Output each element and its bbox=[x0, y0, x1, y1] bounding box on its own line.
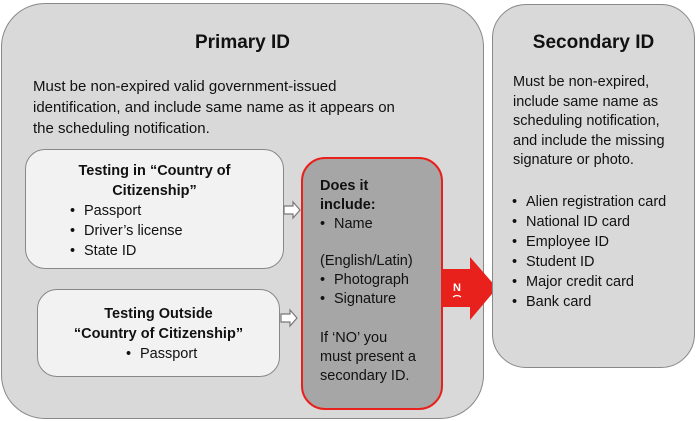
testing-in-country-card: Testing in “Country of Citizenship” Pass… bbox=[25, 149, 284, 269]
primary-id-description: Must be non-expired valid government-iss… bbox=[33, 78, 395, 137]
testing-in-country-title: Testing in “Country of Citizenship” bbox=[78, 163, 231, 199]
list-item: Photograph bbox=[316, 271, 441, 290]
primary-id-check-box: Does it include: Name (English/Latin) Ph… bbox=[301, 157, 443, 410]
list-item: State ID bbox=[66, 241, 283, 261]
check-question: Does it include: bbox=[320, 178, 376, 213]
check-required-list: Name bbox=[316, 215, 441, 234]
secondary-id-list: Alien registration card National ID card… bbox=[508, 192, 666, 312]
check-note: (English/Latin) bbox=[320, 253, 413, 269]
list-item: National ID card bbox=[508, 212, 666, 232]
secondary-id-description: Must be non-expired, include same name a… bbox=[513, 74, 665, 168]
list-item: Bank card bbox=[508, 292, 666, 312]
arrow-right-icon bbox=[280, 308, 298, 328]
secondary-id-title: Secondary ID bbox=[532, 32, 655, 53]
list-item: Student ID bbox=[508, 252, 666, 272]
no-arrow-label: N bbox=[453, 282, 461, 294]
outside-country-id-list: Passport bbox=[122, 344, 279, 364]
arrow-right-icon bbox=[283, 200, 301, 220]
no-arrow-icon: N bbox=[442, 257, 497, 320]
list-item: Passport bbox=[66, 201, 283, 221]
list-item: Passport bbox=[122, 344, 279, 364]
list-item: Signature bbox=[316, 290, 441, 309]
testing-outside-country-title: Testing Outside “Country of Citizenship” bbox=[73, 306, 244, 342]
in-country-id-list: Passport Driver’s license State ID bbox=[66, 201, 283, 261]
primary-id-title: Primary ID bbox=[194, 32, 291, 53]
list-item: Name bbox=[316, 215, 441, 234]
testing-outside-country-card: Testing Outside “Country of Citizenship”… bbox=[37, 289, 280, 377]
list-item: Major credit card bbox=[508, 272, 666, 292]
list-item: Employee ID bbox=[508, 232, 666, 252]
check-required-list-2: Photograph Signature bbox=[316, 271, 441, 309]
list-item: Driver’s license bbox=[66, 221, 283, 241]
check-fallback-text: If ‘NO’ you must present a secondary ID. bbox=[320, 330, 416, 384]
secondary-id-panel bbox=[492, 4, 695, 368]
list-item: Alien registration card bbox=[508, 192, 666, 212]
